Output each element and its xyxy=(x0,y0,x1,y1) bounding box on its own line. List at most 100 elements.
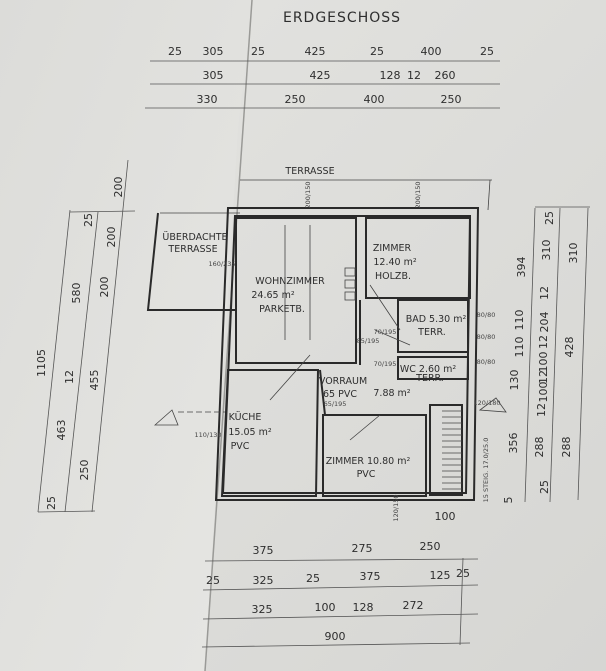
door-note: 120/150 xyxy=(392,494,400,521)
door-note: 200/150 xyxy=(414,181,422,208)
dimension-label: 272 xyxy=(403,599,424,612)
dimension-label: 25 xyxy=(251,45,265,58)
door-note: 80/80 xyxy=(477,358,496,366)
dimension-label: 25 xyxy=(306,572,320,585)
dimension-label: 125 xyxy=(430,569,451,582)
dimension-label: 356 xyxy=(507,433,520,454)
dimension-label: 305 xyxy=(203,69,224,82)
room-label: VORRAUM xyxy=(319,376,367,387)
covered-terrace-outline xyxy=(146,212,240,311)
dimension-label: 463 xyxy=(55,420,68,441)
room-label: 12.40 m² xyxy=(373,257,416,268)
dimension-label: 25 xyxy=(370,45,384,58)
dimension-label: 100 xyxy=(315,601,336,614)
dimension-label: 128 xyxy=(353,601,374,614)
dimension-label: 310 xyxy=(540,240,553,261)
room-label: ZIMMER 10.80 m² xyxy=(326,456,411,467)
dimension-label: 305 xyxy=(203,45,224,58)
dimension-label: 5 xyxy=(502,497,515,504)
dimension-label: 110 xyxy=(513,337,526,358)
dimension-label: 425 xyxy=(305,45,326,58)
section-markers xyxy=(153,397,507,426)
dimension-label: 310 xyxy=(567,243,580,264)
title: ERDGESCHOSS xyxy=(283,10,401,26)
room-label: PVC xyxy=(231,441,250,452)
dimension-label: 130 xyxy=(508,370,521,391)
stairs-label: 15 STEIG. 17.0/25.0 xyxy=(482,438,490,503)
room-label: TERRASSE xyxy=(284,166,334,177)
door-note: 110/130 xyxy=(194,431,221,439)
room-label: WC 2.60 m² xyxy=(400,364,456,375)
door-note: 70/195 xyxy=(374,328,397,336)
dimension-label: 428 xyxy=(563,337,576,358)
right-dimensions xyxy=(524,206,590,503)
room-label: PARKETB. xyxy=(259,304,305,315)
dimension-label: 288 xyxy=(560,437,573,458)
door-note: 160/235 xyxy=(208,260,235,268)
dimension-label: 25 xyxy=(543,211,556,225)
dimension-label: 128 xyxy=(380,69,401,82)
dimension-label: 110 xyxy=(513,310,526,331)
dimension-label: 250 xyxy=(420,540,441,553)
dimension-label: 375 xyxy=(253,544,274,557)
dimension-label: 12 xyxy=(537,370,550,384)
room-label: ZIMMER xyxy=(373,243,412,254)
terrace-outline xyxy=(240,179,492,211)
dimension-label: 12 xyxy=(63,370,76,384)
room-label: TERR. xyxy=(415,373,444,384)
dimension-label: 288 xyxy=(533,437,546,458)
room-label: KÜCHE xyxy=(229,412,262,423)
dimension-label: 330 xyxy=(197,93,218,106)
room-label: PVC xyxy=(357,469,376,480)
dimension-label: 200 xyxy=(112,177,125,198)
room-label: WOHNZIMMER xyxy=(255,276,325,287)
staircase xyxy=(429,404,463,496)
room-label: 24.65 m² xyxy=(251,290,294,301)
dimension-label: 25 xyxy=(45,496,58,510)
room-label: 65 PVC xyxy=(323,389,357,400)
room-label: TERRASSE xyxy=(167,244,217,255)
dimension-label: 250 xyxy=(441,93,462,106)
dimension-label: 325 xyxy=(253,574,274,587)
dimension-label: 325 xyxy=(252,603,273,616)
door-note: 200/150 xyxy=(304,181,312,208)
dimension-label: 25 xyxy=(456,567,470,580)
building-walls xyxy=(214,207,480,501)
dimension-label: 250 xyxy=(78,460,91,481)
dimension-label: 250 xyxy=(285,93,306,106)
door-note: 85/195 xyxy=(357,337,380,345)
dimension-label: 455 xyxy=(88,370,101,391)
dimension-label: 400 xyxy=(421,45,442,58)
dimension-label: 25 xyxy=(168,45,182,58)
left-dimensions xyxy=(37,159,136,513)
room-label: ÜBERDACHTE xyxy=(162,232,227,243)
dimension-label: 1105 xyxy=(35,349,48,377)
dimension-label: 275 xyxy=(352,542,373,555)
dimension-label: 425 xyxy=(310,69,331,82)
door-note: 80/80 xyxy=(477,311,496,319)
dimension-label: 394 xyxy=(515,257,528,278)
dimension-label: 200 xyxy=(105,227,118,248)
room-label: 15.05 m² xyxy=(228,427,271,438)
bottom-dimensions xyxy=(201,557,479,648)
dimension-label: 100 xyxy=(537,382,550,403)
fold-line xyxy=(204,0,253,671)
dimension-label: 25 xyxy=(480,45,494,58)
dimension-label: 580 xyxy=(70,283,83,304)
dimension-label: 200 xyxy=(98,277,111,298)
dimension-label: 12 xyxy=(538,286,551,300)
room-label: 7.88 m² xyxy=(373,388,410,399)
door-note: 80/80 xyxy=(477,333,496,341)
dimension-label: 375 xyxy=(360,570,381,583)
dimension-label: 25 xyxy=(82,213,95,227)
paper-left-fold xyxy=(0,0,252,671)
top-dimensions xyxy=(145,60,500,109)
dimension-label: 204 xyxy=(538,312,551,333)
dimension-label: 25 xyxy=(538,480,551,494)
dimension-label: 100 xyxy=(537,352,550,373)
dimension-label: 400 xyxy=(364,93,385,106)
room-label: BAD 5.30 m² xyxy=(406,314,467,325)
dimension-label: 12 xyxy=(407,69,421,82)
